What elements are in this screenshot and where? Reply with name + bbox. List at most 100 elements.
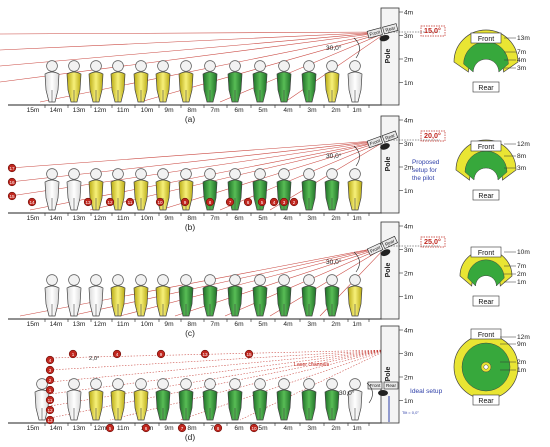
distance-label: 15m — [27, 215, 40, 222]
front-label: Front — [478, 36, 494, 43]
distance-label: 4m — [283, 215, 293, 222]
setup-note: Proposed — [412, 159, 440, 166]
distance-label: 10m — [141, 215, 154, 222]
distance-label: 3m — [307, 107, 317, 114]
person-figure — [133, 168, 149, 211]
distance-label: 15m — [27, 425, 40, 432]
coverage-distance-label: 3m — [517, 65, 527, 72]
person-figure — [66, 274, 82, 317]
laser-channel-marker: 9 — [180, 197, 190, 207]
distance-label: 13m — [73, 215, 86, 222]
distance-label: 13m — [73, 321, 86, 328]
tilt-angle-label: 15,0° — [424, 26, 441, 35]
svg-text:13: 13 — [202, 352, 208, 357]
svg-text:11: 11 — [48, 398, 53, 403]
laser-channel-marker: 11 — [45, 395, 55, 405]
coverage-distance-label: 7m — [517, 49, 527, 56]
distance-label: 6m — [234, 215, 244, 222]
setup-note: the pilot — [412, 175, 435, 182]
svg-text:8: 8 — [209, 200, 212, 205]
distance-label: 10m — [141, 321, 154, 328]
distance-label: 5m — [258, 425, 268, 432]
person-figure — [88, 378, 104, 421]
person-figure — [133, 378, 149, 421]
coverage-distance-label: 9m — [517, 341, 527, 348]
laser-channel-marker: 15 — [244, 349, 254, 359]
pole-tick-label: 3m — [404, 351, 414, 358]
front-label: Front — [478, 250, 494, 257]
sensor-head — [380, 249, 391, 257]
person-figure — [252, 274, 268, 317]
distance-label: 2m — [331, 425, 341, 432]
front-label: Front — [478, 144, 494, 151]
person-figure — [301, 378, 317, 421]
distance-label: 8m — [187, 107, 197, 114]
person-figure — [178, 60, 194, 103]
distance-label: 14m — [50, 215, 63, 222]
distance-label: 12m — [94, 425, 107, 432]
person-figure — [347, 60, 363, 103]
rear-label: Rear — [478, 193, 494, 200]
distance-label: 9m — [164, 107, 174, 114]
person-figure — [155, 378, 171, 421]
coverage-distance-label: 2m — [517, 271, 527, 278]
pole-tick-label: 2m — [404, 56, 414, 63]
svg-text:Front: Front — [369, 138, 381, 147]
distance-label: 13m — [73, 425, 86, 432]
person-figure — [276, 60, 292, 103]
coverage-distance-label: 12m — [517, 334, 530, 341]
person-figure — [347, 378, 363, 421]
person-figure — [34, 378, 50, 421]
laser-channel-marker: 4 — [269, 197, 279, 207]
coverage-distance-label: 1m — [517, 279, 527, 286]
laser-channels-label: Laser channels — [294, 362, 330, 368]
sensor-head — [379, 34, 390, 42]
distance-label: 2m — [331, 215, 341, 222]
distance-label: 11m — [117, 215, 130, 222]
person-figure — [227, 378, 243, 421]
pole-tick-label: 4m — [404, 223, 414, 230]
distance-label: 8m — [187, 321, 197, 328]
distance-label: 12m — [94, 321, 107, 328]
laser-channel-marker: 4 — [45, 355, 55, 365]
distance-label: 8m — [187, 215, 197, 222]
panel-caption: (c) — [185, 328, 195, 338]
svg-text:2: 2 — [293, 200, 296, 205]
coverage-distance-label: 8m — [517, 153, 527, 160]
distance-label: 13m — [73, 107, 86, 114]
pole-tick-label: 4m — [404, 327, 414, 334]
pole-tick-label: 3m — [404, 141, 414, 148]
coverage-distance-label: 12m — [517, 141, 530, 148]
laser-channel-marker: 2 — [289, 197, 299, 207]
person-figure — [110, 168, 126, 211]
pole-tick-label: 1m — [404, 188, 414, 195]
distance-label: 4m — [283, 321, 293, 328]
distance-label: 3m — [307, 425, 317, 432]
pole — [380, 325, 400, 424]
distance-label: 11m — [117, 107, 130, 114]
coverage-distance-label: 2m — [517, 359, 527, 366]
laser-channel-marker: 2 — [45, 375, 55, 385]
person-figure — [66, 60, 82, 103]
person-figure — [202, 378, 218, 421]
person-figure — [44, 168, 60, 211]
person-figure — [301, 168, 317, 211]
svg-text:1: 1 — [49, 388, 52, 393]
distance-label: 7m — [210, 321, 220, 328]
distance-label: 1m — [352, 107, 362, 114]
coverage-distance-label: 7m — [517, 263, 527, 270]
pole-tick-label: 3m — [404, 33, 414, 40]
svg-text:12: 12 — [107, 200, 113, 205]
person-figure — [301, 60, 317, 103]
distance-label: 3m — [307, 215, 317, 222]
svg-text:16: 16 — [9, 180, 15, 185]
